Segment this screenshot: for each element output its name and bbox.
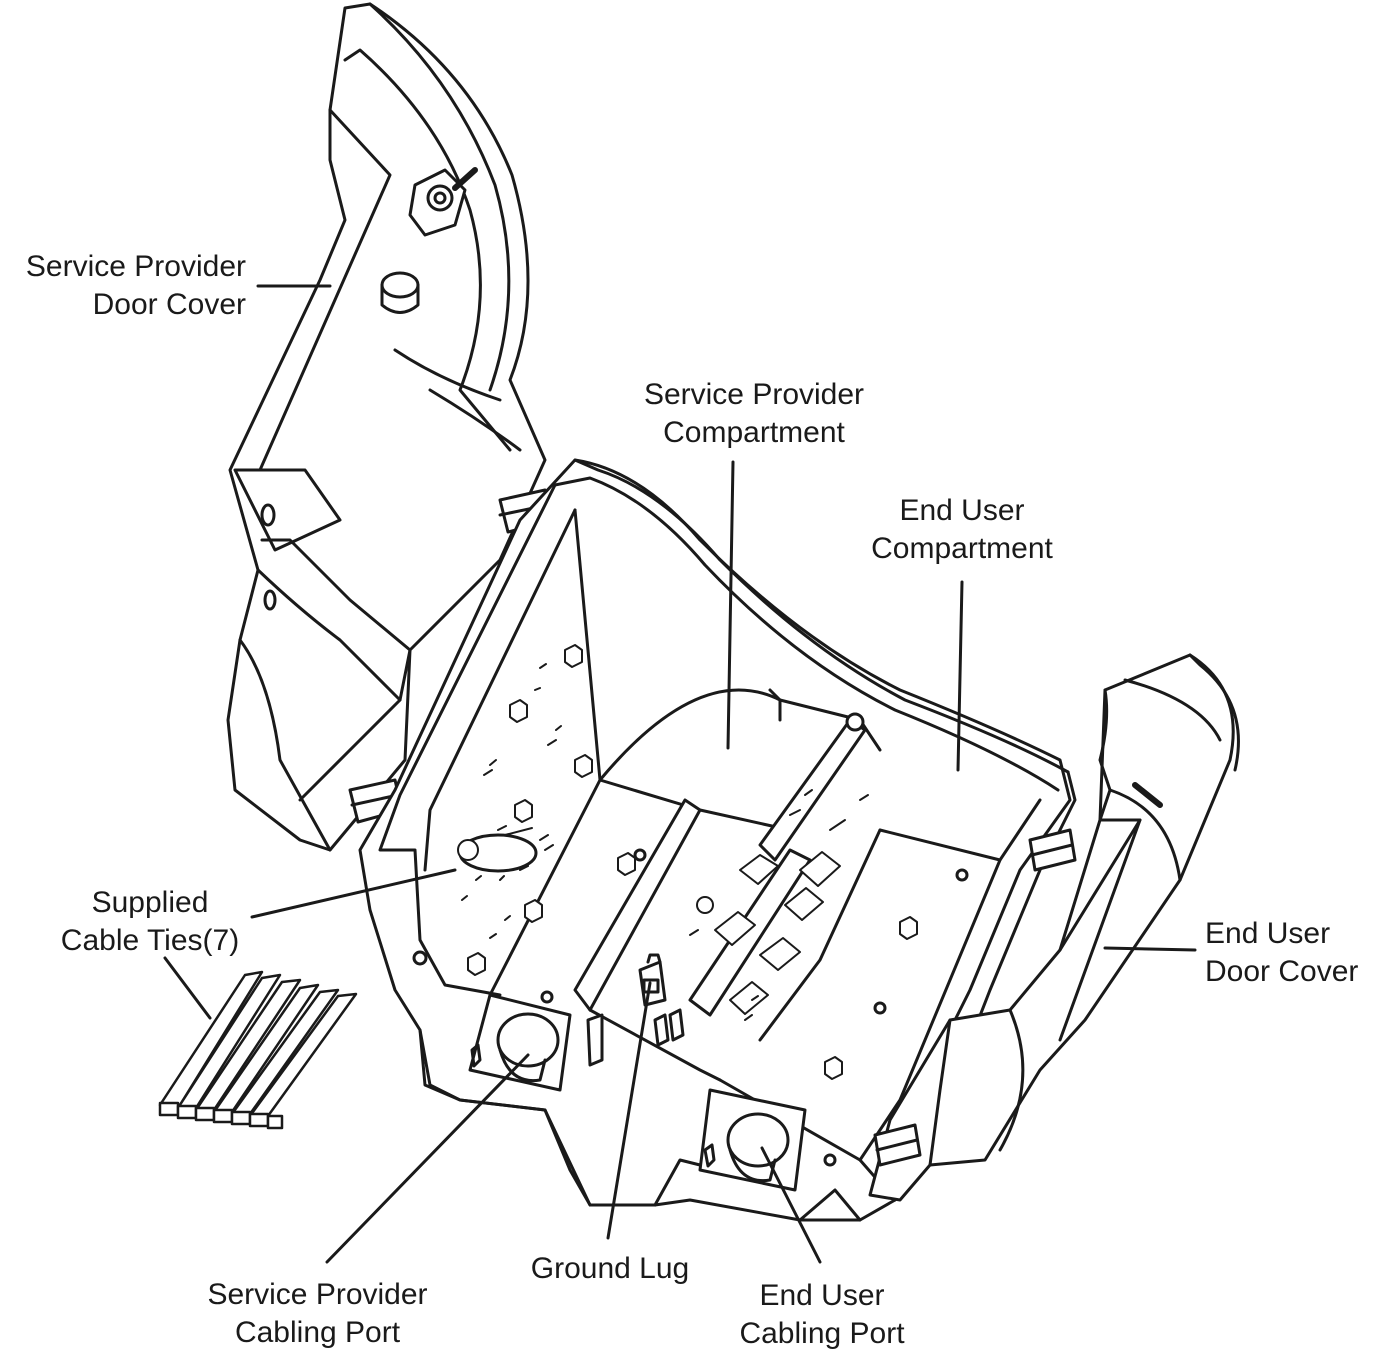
- compartment-details: [457, 644, 918, 1080]
- label-eu-compartment: End User Compartment: [871, 494, 1053, 565]
- label-eu-cabling-port: End User Cabling Port: [739, 1279, 905, 1350]
- leader-lines: [163, 284, 1197, 1264]
- label-eu-door-cover: End User Door Cover: [1205, 917, 1359, 988]
- leader-eu-cabling-port: [760, 1146, 822, 1264]
- label-sp-door-cover: Service Provider Door Cover: [25, 250, 246, 321]
- leader-cable-ties-bundle: [163, 956, 212, 1020]
- cable-ties-shape: [158, 970, 358, 1130]
- leader-cable-ties: [250, 868, 457, 919]
- leader-ground-lug: [606, 981, 652, 1240]
- leader-eu-compartment: [956, 580, 964, 772]
- eu-door-cover-shape: [868, 653, 1240, 1202]
- leader-sp-compartment: [726, 460, 735, 750]
- label-sp-compartment: Service Provider Compartment: [643, 378, 865, 449]
- label-cable-ties: Supplied Cable Ties(7): [60, 886, 240, 957]
- leader-eu-door-cover: [1103, 946, 1197, 952]
- sp-cabling-port-shape: [468, 993, 572, 1092]
- eu-cabling-port-shape: [698, 1088, 807, 1192]
- ground-lug-shape: [586, 953, 685, 1067]
- leader-sp-cabling-port: [325, 1053, 530, 1264]
- label-sp-cabling-port: Service Provider Cabling Port: [207, 1278, 428, 1349]
- label-ground-lug: Ground Lug: [530, 1252, 690, 1285]
